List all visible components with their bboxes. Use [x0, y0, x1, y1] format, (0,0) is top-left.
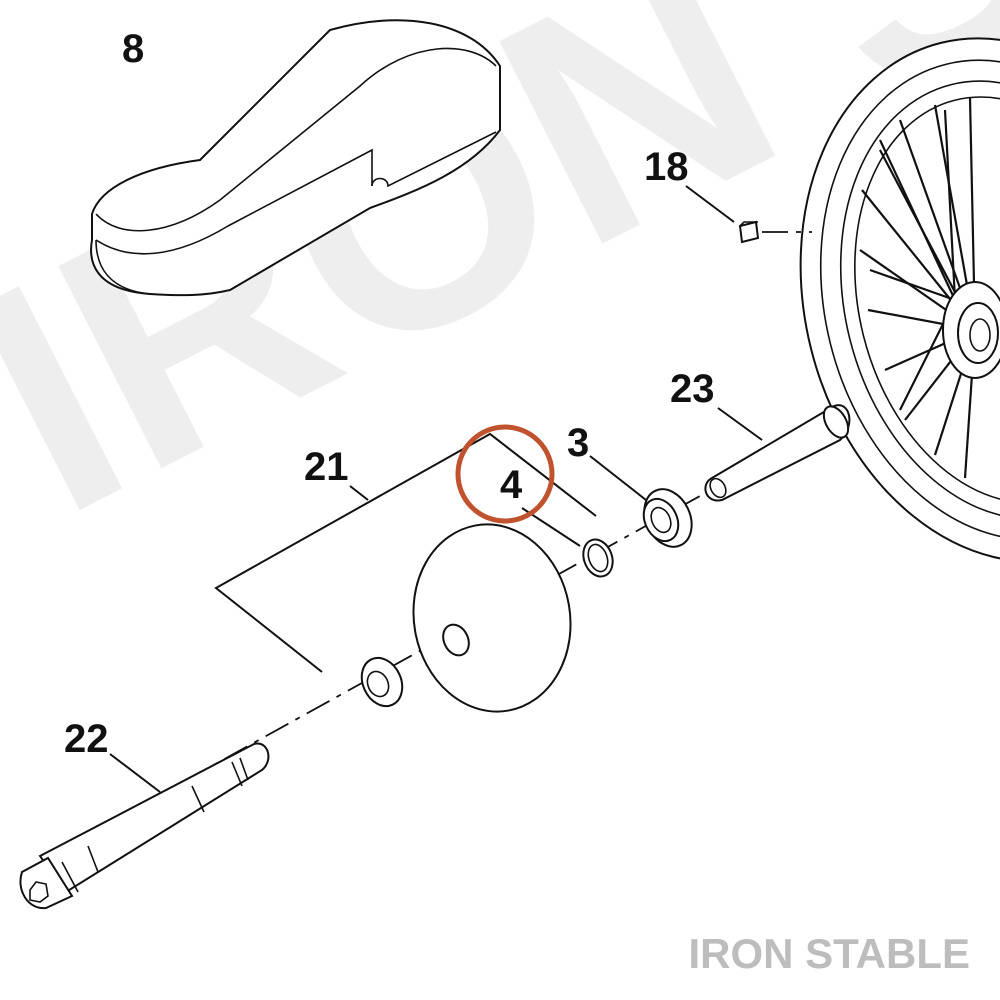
wheel-bearing	[589, 455, 693, 548]
callout-label-3: 3	[567, 421, 589, 465]
callout-label-21: 21	[304, 445, 349, 489]
brand-watermark-text: IRON STABLE	[688, 930, 970, 977]
highlight-circle	[455, 424, 555, 524]
callout-label-8: 8	[122, 27, 144, 71]
callout-label-22: 22	[64, 717, 109, 761]
wheel-hub	[942, 281, 1000, 379]
spacer-collar	[360, 656, 404, 708]
drive-belt	[90, 19, 501, 297]
brand-watermark: IRON STABLE	[688, 930, 970, 977]
callout-label-23: 23	[670, 367, 715, 411]
valve-stem-cap	[685, 185, 812, 244]
callout-label-4: 4	[500, 463, 523, 507]
spacer-tube	[704, 404, 851, 502]
callout-labels: 8 18 23 3 4 21 22	[64, 27, 715, 761]
callout-label-18: 18	[644, 145, 689, 189]
axle	[19, 742, 270, 910]
rear-wheel	[799, 37, 1000, 563]
brake-rotor	[412, 523, 572, 713]
kit-bracket	[214, 432, 597, 673]
